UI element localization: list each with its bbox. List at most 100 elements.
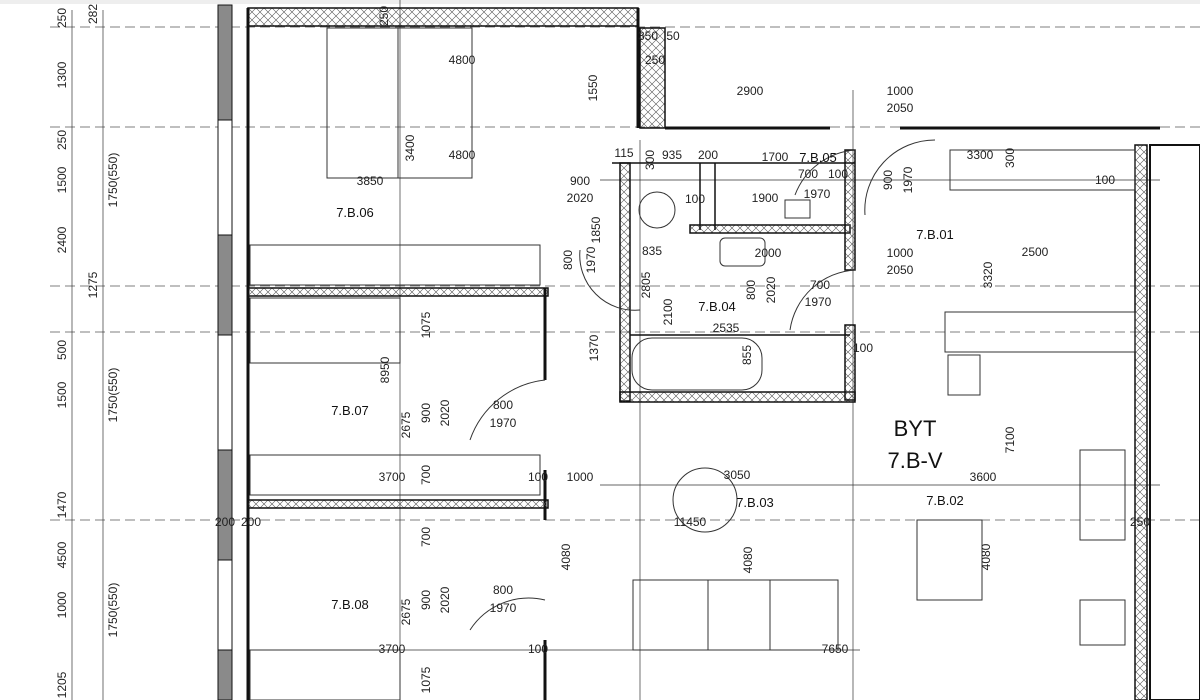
dimension-label: 1970 (584, 246, 598, 273)
dimension-label: 8950 (378, 356, 392, 383)
dimension-label: 2500 (1022, 245, 1049, 259)
dimension-label: 282 (86, 4, 100, 24)
dimension-label: 2050 (887, 101, 914, 115)
room-label: 7.B.06 (336, 205, 374, 220)
wardrobe (249, 244, 541, 286)
bathtub (631, 337, 763, 391)
dimension-label: 200 (698, 148, 718, 162)
window (217, 119, 233, 236)
dimension-label: 7650 (822, 642, 849, 656)
dimension-label: 250 (377, 6, 391, 26)
bed (249, 297, 401, 364)
dimension-label: 1205 (55, 671, 69, 698)
dimension-label: 1970 (805, 295, 832, 309)
dimension-label: 1000 (567, 470, 594, 484)
dimension-label: 1000 (55, 591, 69, 618)
dimension-label: 1370 (587, 334, 601, 361)
dimension-label: 700 (798, 167, 818, 181)
dimension-label: 250 (1130, 515, 1150, 529)
dimension-label: 1750(550) (106, 583, 120, 638)
toilet (638, 191, 676, 229)
dimension-label: 1500 (55, 166, 69, 193)
dimension-label: 835 (642, 244, 662, 258)
dimension-label: 100 (685, 192, 705, 206)
dimension-label: 4800 (449, 148, 476, 162)
dimension-label: 11450 (674, 515, 707, 529)
washbasin (784, 199, 811, 219)
dimension-label: 2400 (55, 226, 69, 253)
dimension-label: 200 (241, 515, 261, 529)
room-label: 7.B.05 (799, 150, 837, 165)
room-label: 7.B.07 (331, 403, 369, 418)
dimension-label: 3320 (981, 261, 995, 288)
stove (1079, 449, 1126, 541)
dimension-label: 800 (493, 583, 513, 597)
room-label: 7.B.04 (698, 299, 736, 314)
dimension-label: 2020 (438, 399, 452, 426)
apartment-code: 7.B-V (887, 448, 942, 473)
dimension-label: 115 (614, 146, 633, 160)
door-swings (469, 139, 936, 631)
dimension-label: 350 (638, 29, 658, 43)
dimension-label: 3050 (724, 468, 751, 482)
dimension-label: 250 (55, 8, 69, 28)
room-label: 7.B.03 (736, 495, 774, 510)
dimension-label: 100 (528, 642, 548, 656)
dimension-label: 1750(550) (106, 153, 120, 208)
dimension-label: 3600 (970, 470, 997, 484)
fridge (947, 354, 981, 396)
dimension-label: 100 (828, 167, 848, 181)
wardrobe (949, 149, 1136, 191)
dimension-label: 1970 (490, 601, 517, 615)
window (217, 334, 233, 451)
dimensions: 2501300250150024005001500147045001000120… (55, 4, 1150, 699)
dimension-label: 1075 (419, 311, 433, 338)
kitchen-counter (944, 311, 1136, 353)
dimension-label: 3850 (357, 174, 384, 188)
dimension-label: 1500 (55, 381, 69, 408)
dimension-label: 2100 (661, 298, 675, 325)
dimension-label: 300 (1003, 148, 1017, 168)
dimension-label: 250 (55, 130, 69, 150)
dimension-label: 1550 (586, 74, 600, 101)
dimension-label: 1470 (55, 491, 69, 518)
room-label: 7.B.08 (331, 597, 369, 612)
furniture (249, 27, 1136, 700)
dimension-label: 900 (570, 174, 590, 188)
dimension-label: 800 (561, 250, 575, 270)
dimension-label: 4080 (559, 543, 573, 570)
dimension-label: 900 (419, 590, 433, 610)
dimension-label: 800 (493, 398, 513, 412)
dimension-label: 1700 (762, 150, 789, 164)
apartment-label: BYT (894, 416, 937, 441)
dimension-label: 855 (740, 345, 754, 365)
dimension-label: 1970 (804, 187, 831, 201)
dimension-label: 2000 (755, 246, 782, 260)
dimension-label: 3700 (379, 470, 406, 484)
dimension-label: 100 (1095, 173, 1115, 187)
dimension-label: 250 (645, 53, 665, 67)
dimension-label: 3700 (379, 642, 406, 656)
dimension-label: 4500 (55, 541, 69, 568)
walls (217, 4, 1200, 700)
cooktop (1079, 599, 1126, 646)
dimension-label: 2535 (713, 321, 740, 335)
dimension-label: 1850 (589, 216, 603, 243)
dimension-label: 800 (744, 280, 758, 300)
round-rug (672, 467, 738, 533)
dining-table (916, 519, 983, 601)
dimension-label: 100 (528, 470, 548, 484)
dimension-label: 50 (666, 29, 680, 43)
dimension-label: 700 (810, 278, 830, 292)
dimension-label: 100 (853, 341, 873, 355)
top-edge (0, 0, 1200, 4)
dimension-label: 3300 (967, 148, 994, 162)
room-labels: 7.B.06 7.B.05 7.B.01 7.B.04 7.B.07 7.B.0… (331, 150, 964, 612)
room-label: 7.B.02 (926, 493, 964, 508)
dimension-label: 3400 (403, 134, 417, 161)
bed (249, 649, 401, 700)
dimension-label: 7100 (1003, 426, 1017, 453)
dimension-label: 1000 (887, 246, 914, 260)
dimension-label: 2675 (399, 411, 413, 438)
